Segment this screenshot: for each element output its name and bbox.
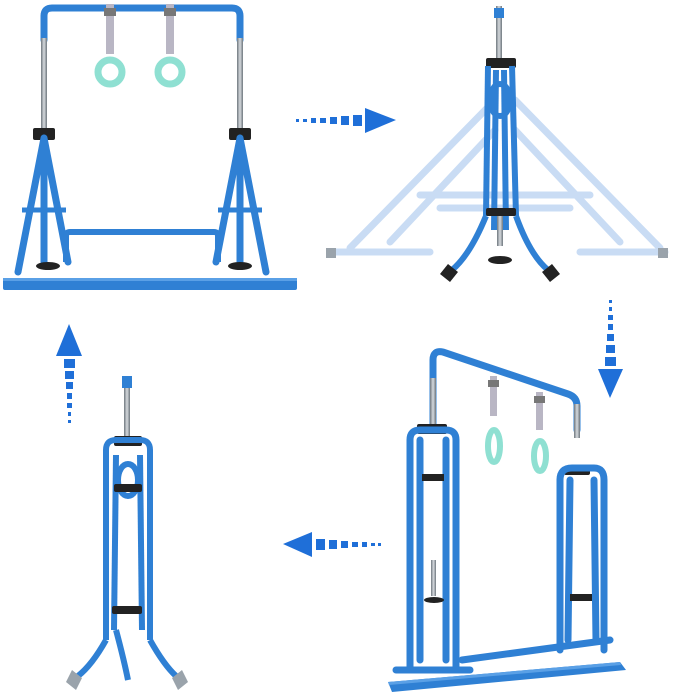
arrow-left [283,532,381,557]
assembled-bar-angle [388,348,626,692]
gym-rings [94,4,186,88]
arrow-up [56,324,82,423]
folding-bar-side [326,6,669,282]
arrow-right [296,108,396,133]
folded-bar-side [66,376,188,690]
assembled-bar-front [3,4,297,290]
arrow-down [598,300,623,398]
gym-rings [485,376,549,474]
